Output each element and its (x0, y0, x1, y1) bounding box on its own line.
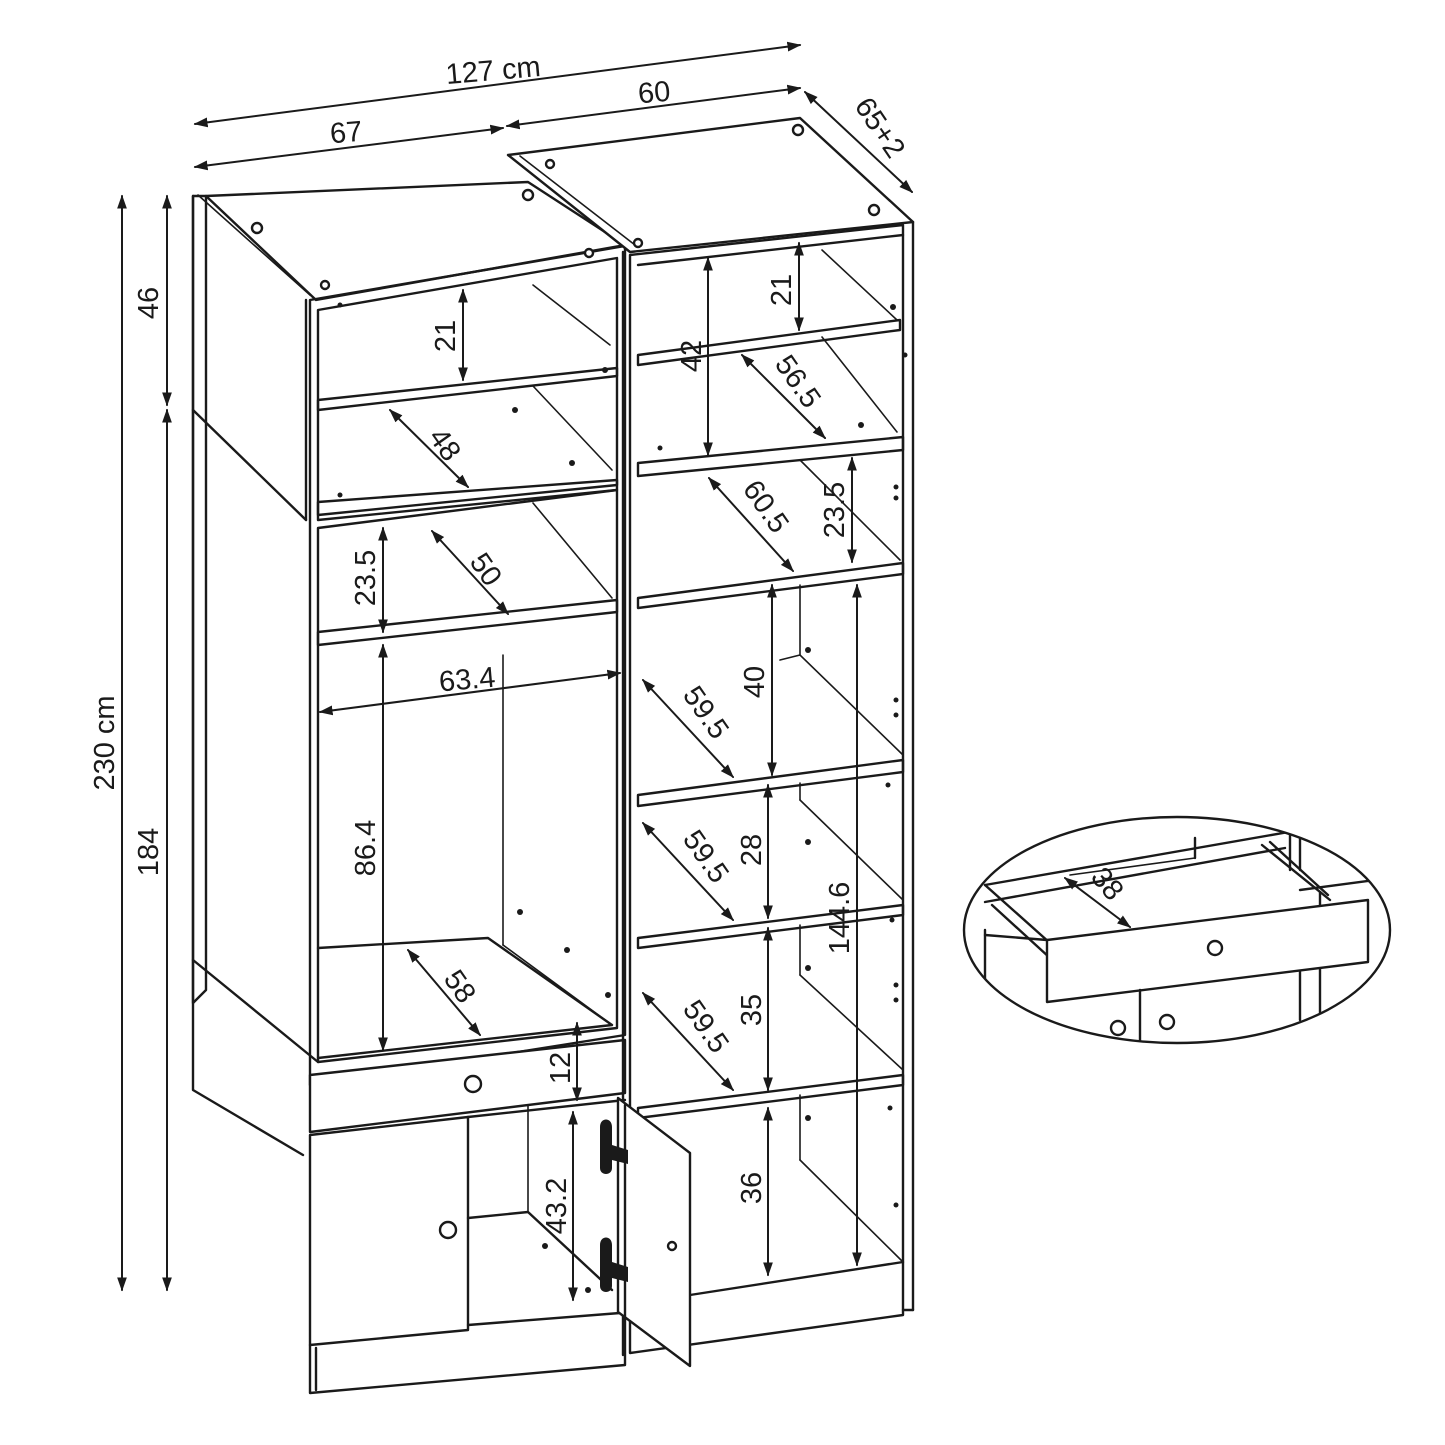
label-left-mid-depth: 50 (463, 547, 508, 592)
label-hanging-depth: 58 (437, 964, 482, 1009)
right-cabinet-door (616, 1096, 692, 1368)
door-knob-icon (438, 1220, 458, 1240)
label-top-height: 46 (133, 287, 165, 319)
dimension-lines (117, 41, 914, 1302)
label-total-height: 230 cm (89, 695, 121, 790)
drawer-detail-inset: 38 (962, 815, 1392, 1045)
inset-drawer-knob-icon (1206, 939, 1224, 957)
label-cabinet-height: 43.2 (541, 1178, 573, 1234)
hinge-icon (600, 1119, 628, 1174)
label-right-mid-depth: 60.5 (736, 475, 795, 540)
drawer-knob-icon (463, 1074, 483, 1094)
right-door-knob-icon (666, 1240, 678, 1252)
label-right-top-depth: 56.5 (768, 350, 827, 415)
label-right-s3-depth: 59.5 (676, 995, 735, 1060)
label-right-s2-depth: 59.5 (676, 825, 735, 890)
label-left-width: 67 (329, 116, 364, 151)
label-left-top-depth: 48 (422, 422, 467, 467)
label-hanging-height: 86.4 (350, 820, 382, 876)
left-side-panel (191, 194, 208, 1005)
label-right-top-shelf: 21 (766, 274, 798, 306)
label-left-mid-shelf: 23.5 (350, 550, 382, 606)
label-right-lower-total: 144.6 (824, 882, 856, 955)
label-right-s1-height: 40 (739, 666, 771, 698)
label-bottom-height: 184 (133, 828, 165, 876)
left-cabinet-door (308, 1115, 470, 1347)
label-right-top-height: 42 (676, 340, 708, 372)
label-right-s1-depth: 59.5 (676, 681, 735, 746)
label-right-s2-height: 28 (736, 834, 768, 866)
label-total-width: 127 cm (444, 51, 542, 91)
label-right-mid-shelf: 23.5 (819, 482, 851, 538)
label-right-bottom-height: 36 (736, 1172, 768, 1204)
label-left-top-shelf: 21 (430, 320, 462, 352)
label-drawer-height: 12 (545, 1052, 577, 1084)
left-unit (191, 180, 627, 1395)
label-right-width: 60 (637, 76, 672, 111)
label-depth: 65+2 (848, 92, 911, 164)
label-right-s3-height: 35 (736, 994, 768, 1026)
hinge-icon (600, 1237, 628, 1292)
label-hanging-width: 63.4 (438, 662, 497, 699)
